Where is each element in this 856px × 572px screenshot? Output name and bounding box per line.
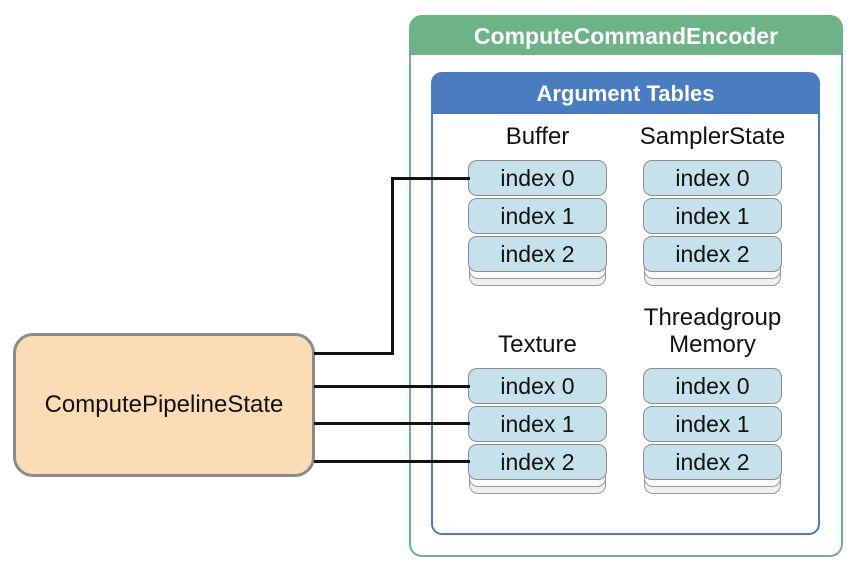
compute-pipeline-state-box: ComputePipelineState bbox=[13, 333, 315, 477]
connector-pipeline-to-buffer-0-segment bbox=[390, 176, 394, 355]
argument-tables-title: Argument Tables bbox=[536, 81, 715, 106]
buffer-index-1-cell: index 1 bbox=[468, 198, 607, 234]
group-label-threadgroup-memory: Threadgroup Memory bbox=[643, 304, 782, 359]
group-label-buffer: Buffer bbox=[505, 123, 570, 151]
sampler-index-0-cell: index 0 bbox=[643, 160, 782, 196]
texture-index-2-cell: index 2 bbox=[468, 444, 607, 480]
sampler-index-2-cell: index 2 bbox=[643, 236, 782, 272]
compute-command-encoder-title: ComputeCommandEncoder bbox=[473, 22, 779, 49]
connector-pipeline-to-buffer-0-segment bbox=[314, 351, 393, 355]
group-label-sampler-state: SamplerState bbox=[639, 123, 786, 151]
compute-command-encoder-header: ComputeCommandEncoder bbox=[411, 17, 841, 55]
connector-pipeline-to-buffer-0-segment bbox=[390, 176, 470, 180]
connector-pipeline-to-texture-0 bbox=[314, 384, 470, 388]
connector-pipeline-to-texture-2 bbox=[314, 459, 470, 463]
buffer-index-0-cell: index 0 bbox=[468, 160, 607, 196]
threadgroup-index-2-cell: index 2 bbox=[643, 444, 782, 480]
group-label-texture: Texture bbox=[498, 331, 577, 359]
compute-pipeline-state-label: ComputePipelineState bbox=[44, 391, 284, 418]
texture-index-0-cell: index 0 bbox=[468, 368, 607, 404]
sampler-index-1-cell: index 1 bbox=[643, 198, 782, 234]
threadgroup-index-0-cell: index 0 bbox=[643, 368, 782, 404]
threadgroup-index-1-cell: index 1 bbox=[643, 406, 782, 442]
argument-tables-header: Argument Tables bbox=[433, 74, 818, 114]
buffer-index-2-cell: index 2 bbox=[468, 236, 607, 272]
connector-pipeline-to-texture-1 bbox=[314, 422, 470, 425]
argument-group-buffer: Buffer index 0 index 1 index 2 bbox=[468, 123, 607, 286]
texture-index-1-cell: index 1 bbox=[468, 406, 607, 442]
argument-group-texture: Texture index 0 index 1 index 2 bbox=[468, 331, 607, 494]
argument-group-threadgroup-memory: Threadgroup Memory index 0 index 1 index… bbox=[643, 304, 782, 494]
argument-group-sampler-state: SamplerState index 0 index 1 index 2 bbox=[640, 123, 785, 286]
